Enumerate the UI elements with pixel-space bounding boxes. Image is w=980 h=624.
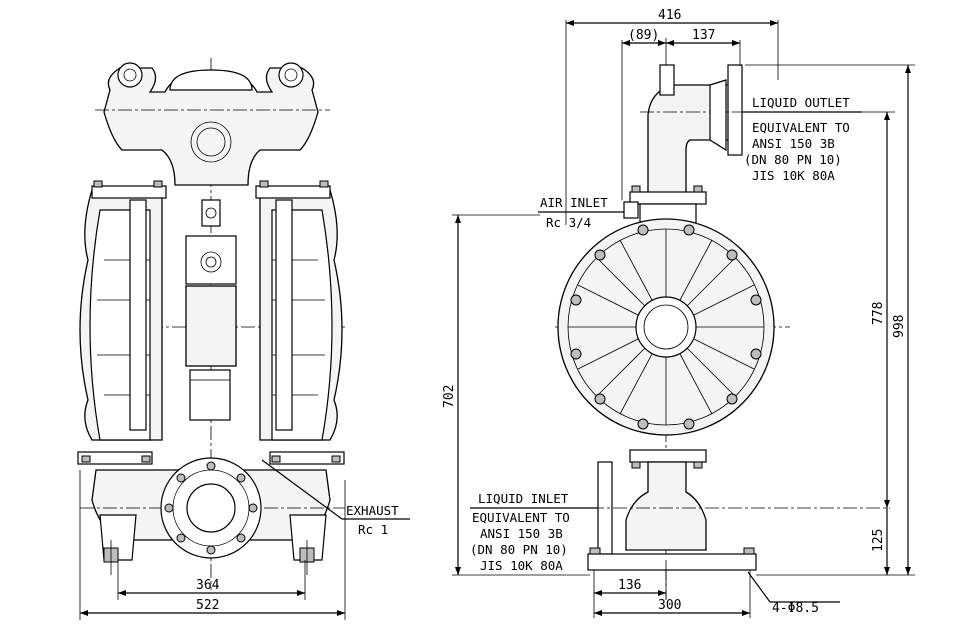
dim-702: 702 [442,385,457,408]
air-inlet-label: AIR INLET [540,195,608,210]
dim-125: 125 [871,529,886,552]
inlet-equiv-4: JIS 10K 80A [480,558,563,573]
dim-right-group: 778 998 125 [745,64,915,576]
left-chamber [79,189,163,441]
diaphragm-housing [557,218,775,436]
top-manifold [95,62,330,186]
mount-holes-label: 4-Φ8.5 [772,601,819,616]
dim-522: 522 [196,598,219,613]
side-view: LIQUID OUTLET EQUIVALENT TO ANSI 150 3B … [442,8,915,618]
inlet-equiv-2: ANSI 150 3B [480,526,563,541]
dim-89: (89) [628,28,659,43]
liquid-inlet-label: LIQUID INLET [478,491,569,506]
exhaust-thread-label: Rc 1 [358,522,388,537]
dim-998: 998 [892,315,907,338]
right-chamber [259,189,343,441]
air-valve [185,199,237,421]
outlet-pipe [640,64,862,196]
dim-300: 300 [658,598,681,613]
inlet-callout: LIQUID INLET EQUIVALENT TO ANSI 150 3B (… [470,491,598,573]
side-dimensions-top: 416 (89) 137 [565,8,779,225]
dim-364: 364 [196,578,220,593]
liquid-outlet-label: LIQUID OUTLET [752,95,850,110]
inlet-equiv-3: (DN 80 PN 10) [470,542,568,557]
front-view: EXHAUST Rc 1 364 522 [77,58,410,620]
dim-778: 778 [871,302,886,325]
flange-bolts [81,180,341,463]
dim-702-group: 702 [442,214,590,576]
side-dimensions-bottom: 136 300 [593,560,751,618]
air-inlet-callout: AIR INLET Rc 3/4 [538,195,624,230]
outlet-equiv-4: JIS 10K 80A [752,168,835,183]
base-plate [587,547,757,571]
inlet-equiv-1: EQUIVALENT TO [472,510,570,525]
outlet-equiv-1: EQUIVALENT TO [752,120,850,135]
feet [99,514,327,575]
front-dimensions: 364 522 [79,470,346,620]
dim-416: 416 [658,8,681,23]
inlet-flange [160,457,262,559]
outlet-callout: LIQUID OUTLET EQUIVALENT TO ANSI 150 3B … [742,95,862,183]
outlet-equiv-3: (DN 80 PN 10) [744,152,842,167]
dim-136: 136 [618,578,641,593]
dim-137: 137 [692,28,715,43]
outlet-equiv-2: ANSI 150 3B [752,136,835,151]
exhaust-label: EXHAUST [346,503,399,518]
air-inlet-thread-label: Rc 3/4 [546,215,591,230]
